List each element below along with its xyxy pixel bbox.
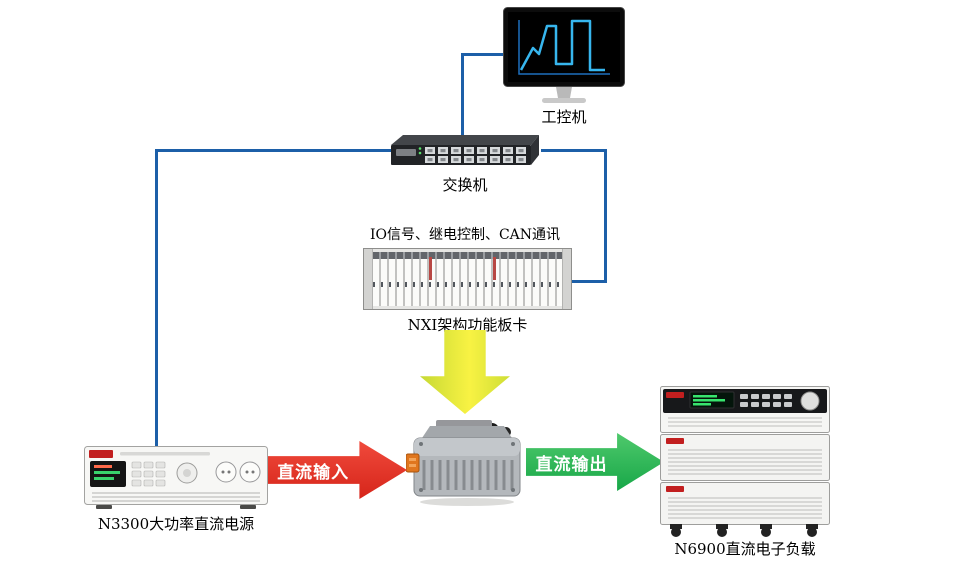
industrial-pc-node — [502, 6, 626, 110]
line-switch-to-psu-h — [155, 149, 392, 152]
dut-node — [405, 414, 528, 512]
rack-card-accent — [429, 257, 432, 281]
dc-input-arrow: 直流输入 — [267, 441, 407, 499]
line-switch-to-nxi-h2 — [572, 280, 607, 283]
line-switch-to-nxi-v — [604, 149, 607, 283]
dut-converter-graphic — [405, 420, 521, 506]
line-pc-to-switch-h — [461, 53, 507, 56]
dc-output-arrow-label: 直流输出 — [535, 454, 608, 475]
dc-input-arrow-label: 直流输入 — [277, 462, 350, 483]
network-switch-graphic — [391, 135, 539, 165]
psu-label: N3300大功率直流电源 — [97, 515, 255, 533]
control-down-arrow — [420, 330, 510, 414]
dc-output-arrow: 直流输出 — [526, 433, 664, 491]
rack-card-accent — [493, 257, 496, 281]
rack-card-slots — [373, 252, 562, 306]
psu-node — [84, 446, 268, 514]
rack-ear-right — [562, 249, 571, 309]
psu-graphic — [84, 446, 268, 509]
nxi-chassis-graphic — [363, 248, 572, 310]
industrial-pc-graphic — [503, 7, 625, 103]
switch-label: 交换机 — [442, 176, 488, 194]
eload-node — [660, 386, 830, 542]
line-pc-to-switch-v — [461, 53, 464, 138]
ipc-label: 工控机 — [541, 108, 587, 126]
line-switch-to-nxi-h1 — [541, 149, 607, 152]
eload-graphic — [660, 386, 830, 537]
nxi-label: NXI架构功能板卡 — [407, 316, 528, 334]
nxi-caption: IO信号、继电控制、CAN通讯 — [369, 227, 561, 243]
rack-ear-left — [364, 249, 373, 309]
network-switch-node — [389, 133, 541, 173]
eload-label: N6900直流电子负载 — [674, 540, 816, 558]
line-switch-to-psu-v — [155, 149, 158, 446]
